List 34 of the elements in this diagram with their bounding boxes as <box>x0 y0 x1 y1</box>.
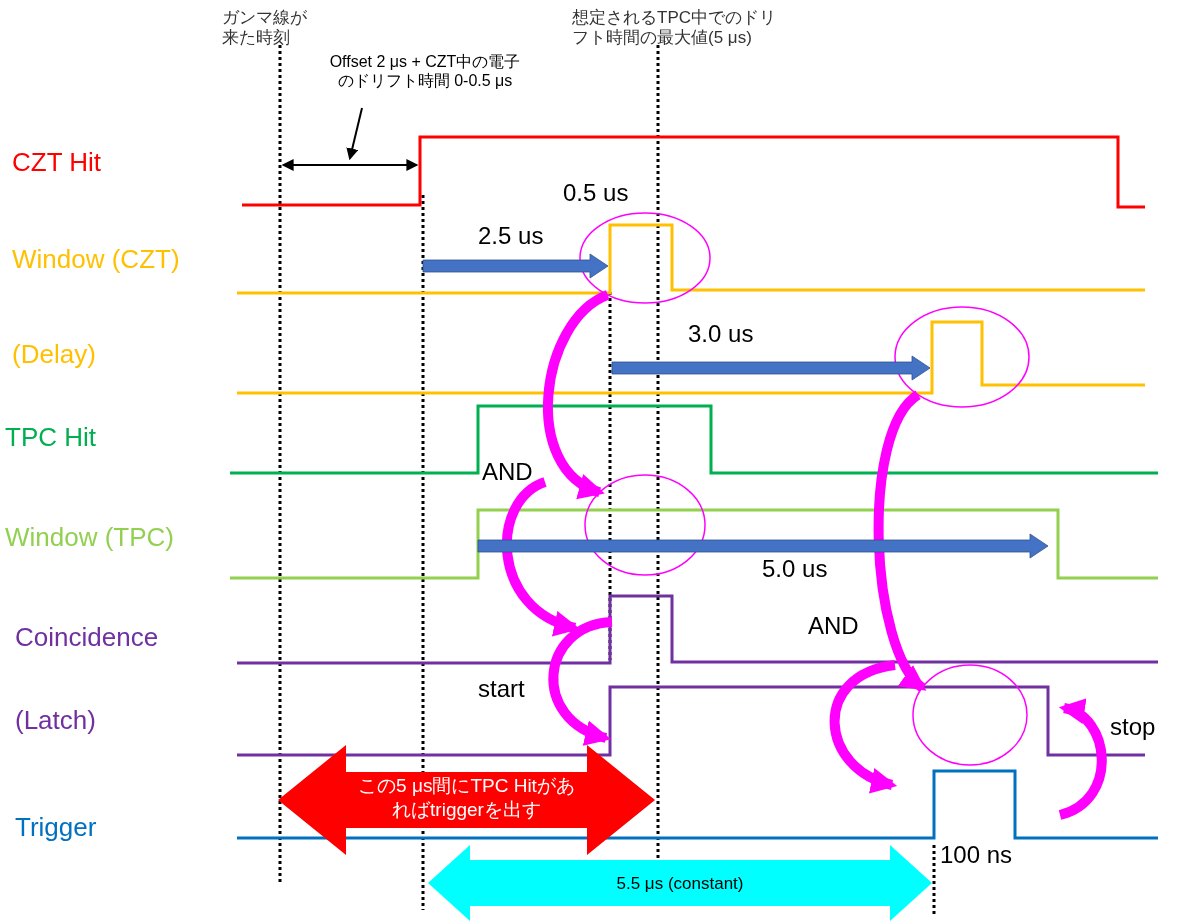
annotation-text: ガンマ線が来た時刻 <box>222 8 308 48</box>
annotation-text: Offset 2 μs + CZT中の電子のドリフト時間 0-0.5 μs <box>325 52 525 114</box>
signal-name: CZT Hit <box>12 148 102 178</box>
highlight-ellipse <box>580 213 710 303</box>
double-arrow-shape <box>428 845 932 921</box>
curved-arrow <box>873 391 926 692</box>
annotation-text: 想定されるTPC中でのドリフト時間の最大値(5 μs) <box>572 8 777 48</box>
highlight-ellipse <box>913 665 1027 765</box>
highlight-ellipse <box>585 475 705 575</box>
timing-label: AND <box>808 612 859 640</box>
timing-label: 2.5 us <box>478 222 544 250</box>
double-arrow-shape <box>278 745 655 855</box>
block-arrow <box>423 254 608 278</box>
signal-name: Trigger <box>15 813 97 843</box>
signal-name: Window (TPC) <box>5 523 174 553</box>
leader-line <box>346 107 363 161</box>
signal-name: (Latch) <box>15 706 96 736</box>
timing-label: 3.0 us <box>688 320 754 348</box>
block-arrow <box>478 534 1048 558</box>
curved-arrow <box>543 290 611 497</box>
timing-label: 100 ns <box>940 841 1013 869</box>
signal-name: TPC Hit <box>5 423 96 453</box>
timing-label: 0.5 us <box>563 179 629 207</box>
timing-label: stop <box>1110 713 1156 741</box>
block-arrow <box>612 356 930 380</box>
signal-name: Coincidence <box>15 623 159 653</box>
signal-name: (Delay) <box>12 340 96 370</box>
arrow-label: この5 μs間にTPC Hitがあればtriggerを出す <box>358 774 575 822</box>
signal-name: Window (CZT) <box>12 245 180 275</box>
highlight-ellipse <box>895 307 1029 407</box>
arrow-label: 5.5 μs (constant) <box>615 873 745 895</box>
timing-label: start <box>478 675 525 703</box>
timing-label: 5.0 us <box>762 555 828 583</box>
timing-label: AND <box>482 458 533 486</box>
